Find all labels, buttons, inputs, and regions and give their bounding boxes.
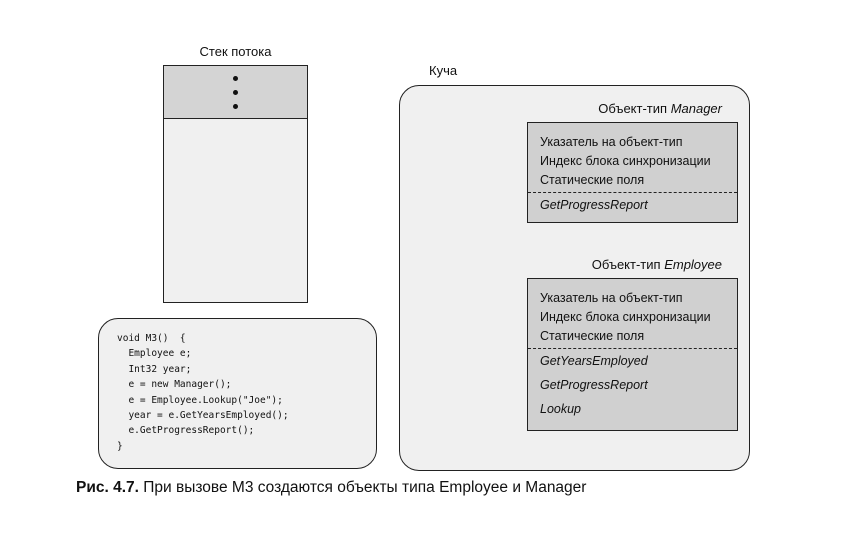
method-lookup: Lookup	[540, 402, 582, 416]
employee-type-title: Объект-тип Employee	[530, 257, 722, 272]
field-type-pointer: Указатель на объект-тип	[540, 291, 683, 305]
type-title-name: Employee	[664, 257, 722, 272]
field-sync-block-index: Индекс блока синхронизации	[540, 310, 711, 324]
figure-caption: Рис. 4.7. При вызове M3 создаются объект…	[76, 479, 586, 497]
thread-stack	[163, 65, 308, 303]
caption-text: При вызове M3 создаются объекты типа Emp…	[138, 479, 587, 496]
employee-type-object: Указатель на объект-тип Индекс блока син…	[527, 278, 738, 431]
code-line: year = e.GetYearsEmployed();	[117, 410, 289, 422]
code-line: Employee e;	[117, 348, 192, 360]
manager-type-object: Указатель на объект-тип Индекс блока син…	[527, 122, 738, 223]
field-static-fields: Статические поля	[540, 329, 645, 343]
type-title-prefix: Объект-тип	[591, 257, 661, 272]
stack-title: Стек потока	[199, 44, 272, 59]
type-title-prefix: Объект-тип	[598, 101, 668, 116]
stack-frame-top	[164, 66, 307, 119]
code-line: }	[117, 440, 123, 452]
code-line: e = Employee.Lookup("Joe");	[117, 394, 283, 406]
methods-separator	[528, 348, 737, 349]
ellipsis-dot	[233, 104, 238, 109]
ellipsis-dot	[233, 76, 238, 81]
code-line: void M3() {	[117, 333, 186, 344]
ellipsis-dot	[233, 90, 238, 95]
field-type-pointer: Указатель на объект-тип	[540, 135, 683, 149]
figure-number: Рис. 4.7.	[76, 479, 139, 496]
type-title-name: Manager	[670, 101, 722, 116]
code-line: e.GetProgressReport();	[117, 425, 255, 437]
code-line: e = new Manager();	[117, 379, 232, 391]
method-get-progress-report: GetProgressReport	[540, 198, 648, 212]
field-static-fields: Статические поля	[540, 173, 645, 187]
methods-separator	[528, 192, 737, 193]
field-sync-block-index: Индекс блока синхронизации	[540, 154, 711, 168]
method-get-years-employed: GetYearsEmployed	[540, 354, 648, 368]
code-line: Int32 year;	[117, 363, 192, 375]
heap-title: Куча	[429, 63, 458, 78]
manager-type-title: Объект-тип Manager	[530, 101, 722, 116]
method-get-progress-report: GetProgressReport	[540, 378, 648, 392]
code-listing: void M3() { Employee e; Int32 year; e = …	[98, 318, 377, 469]
